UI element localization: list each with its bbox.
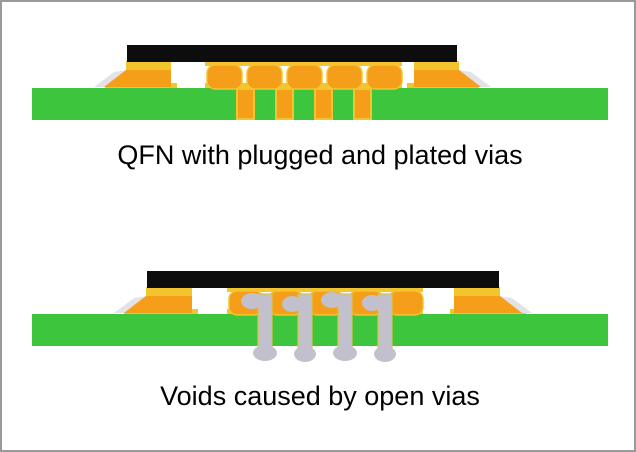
cross-section-plugged-vias [32, 45, 608, 120]
pcb-board [32, 314, 608, 347]
solder-void [362, 295, 382, 312]
component-lead-right [454, 287, 500, 297]
caption-plugged-vias: QFN with plugged and plated vias [117, 140, 523, 170]
solder-void [321, 292, 343, 309]
solder-joint [388, 290, 424, 317]
solder-joint [206, 64, 243, 90]
solder-joint [326, 64, 363, 90]
solder-fillet-right [454, 296, 522, 314]
solder-void [241, 293, 263, 310]
solder-void [282, 296, 302, 313]
plugged-via [275, 88, 294, 120]
solder-joint [246, 64, 283, 90]
solder-protrusion [253, 345, 277, 362]
component-thermal-pad [205, 60, 402, 66]
solder-fillet-right [414, 70, 481, 87]
plugged-via [236, 88, 255, 120]
component-lead-left [126, 61, 171, 70]
solder-joint [286, 64, 323, 90]
component-lead-left [146, 287, 192, 297]
figure-open-vias: Voids caused by open vias [2, 266, 634, 412]
solder-protrusion [333, 345, 357, 362]
component-lead-right [414, 61, 459, 70]
solder-fillet-highlight-right [457, 70, 491, 87]
solder-fillet-highlight-left [94, 70, 128, 87]
component-thermal-pad [227, 286, 423, 293]
solder-fillet-highlight-left [114, 296, 148, 314]
solder-protrusion [294, 346, 316, 363]
caption-open-vias: Voids caused by open vias [160, 381, 480, 412]
qfn-component-body [127, 45, 457, 62]
solder-fillet-highlight-right [498, 296, 532, 314]
solder-joint [366, 64, 403, 90]
figure-plugged-vias: QFN with plugged and plated vias [2, 40, 634, 171]
qfn-component-body [147, 271, 499, 289]
solder-fillet-left [124, 296, 192, 314]
cross-section-open-vias [32, 271, 608, 363]
plugged-via [353, 88, 372, 120]
solder-fillet-left [104, 70, 171, 87]
plugged-via [314, 88, 333, 120]
solder-protrusion [374, 346, 396, 363]
